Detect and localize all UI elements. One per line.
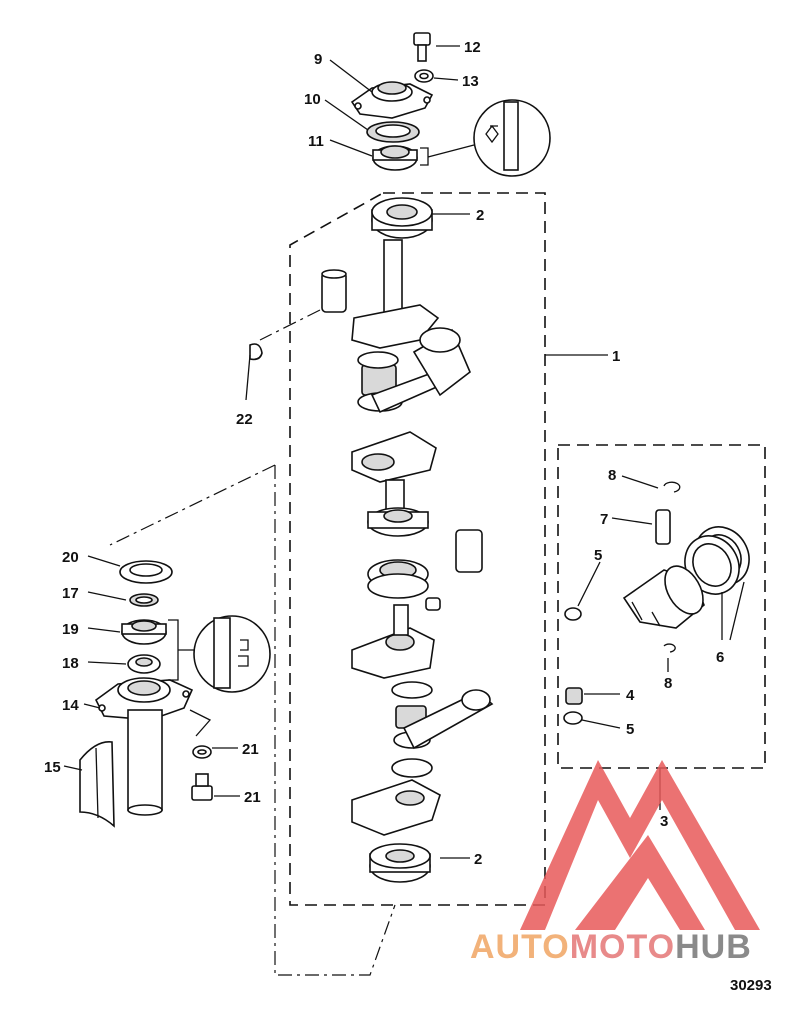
callout-11: 11: [308, 133, 324, 150]
callout-17: 18: [62, 655, 79, 672]
callout-8-top: 8: [608, 467, 616, 484]
callout-6: 6: [716, 649, 724, 666]
upper-end-cap-group: [350, 32, 551, 177]
callout-18: 19: [62, 621, 79, 638]
piston-assembly: [563, 481, 750, 725]
upper-detail-link: [259, 309, 321, 341]
piston-assembly-box: [557, 444, 766, 769]
callout-16: 17: [62, 585, 79, 602]
callout-14: 14: [62, 697, 79, 714]
automotohub-logo: [520, 760, 760, 930]
callout-1: 1: [612, 348, 620, 365]
callout-20: 21: [244, 789, 261, 806]
lower-end-cap-group: [79, 560, 271, 828]
lower-assembly-link: [109, 464, 396, 976]
callout-10: 10: [304, 91, 321, 108]
callout-4: 4: [626, 687, 635, 704]
callout-2-top: 2: [476, 207, 484, 224]
callout-12: 12: [464, 39, 481, 56]
callout-5-top: 5: [594, 547, 602, 564]
callout-3: 3: [660, 813, 668, 830]
callout-2-bottom: 2: [474, 851, 482, 868]
callout-5-bottom: 5: [626, 721, 634, 738]
watermark-text: AUTOMOTOHUB: [470, 928, 752, 966]
callout-21: 21: [242, 741, 259, 758]
crankshaft: [245, 197, 494, 883]
callout-19: 20: [62, 549, 79, 566]
figure-number: 30293: [730, 977, 772, 994]
crankshaft-assembly-box: [289, 192, 546, 906]
callout-13: 13: [462, 73, 479, 90]
callout-labels: 12 13 9 10 11 2 1 22 8 7 5 6 8 4 5 3 2 2…: [44, 39, 724, 868]
callout-7: 7: [600, 511, 608, 528]
callout-8-bottom: 8: [664, 675, 672, 692]
callout-15: 15: [44, 759, 61, 776]
callout-9: 9: [314, 51, 322, 68]
callout-22: 22: [236, 411, 253, 428]
